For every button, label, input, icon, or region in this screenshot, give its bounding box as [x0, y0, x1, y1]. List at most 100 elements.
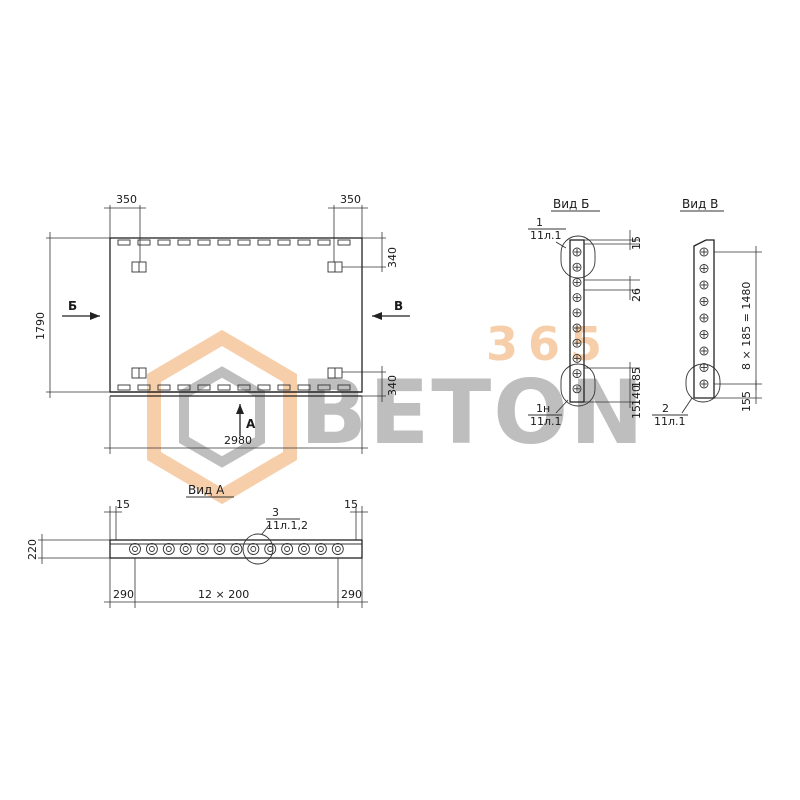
- view-a-hole: [314, 543, 327, 555]
- dim-height: 1790: [34, 312, 47, 340]
- view-b-dim-bottom: 185: [630, 367, 643, 388]
- watermark-hexagon-icon: [147, 329, 297, 505]
- view-a-hole: [331, 543, 344, 555]
- view-b-hole: [572, 293, 582, 303]
- plan-slot: [117, 384, 131, 391]
- view-a-hole-inner: [165, 546, 172, 552]
- view-a-callout-ref: 11л.1,2: [266, 519, 308, 532]
- arrow-b-head-icon: [90, 312, 100, 320]
- view-b-hole: [572, 247, 582, 257]
- view-a-hole-inner: [233, 546, 240, 552]
- view-a-hole: [162, 543, 175, 555]
- view-a-detail-circle: [242, 533, 274, 565]
- view-a-dim-height: 220: [26, 539, 39, 560]
- view-v-hole: [699, 330, 709, 339]
- view-a-hole: [247, 543, 260, 555]
- view-b-callout1-leader: [555, 241, 567, 249]
- view-v-hole: [699, 363, 709, 372]
- view-a-holes: [129, 543, 344, 555]
- view-v-hole: [699, 346, 709, 356]
- view-v-dim-pitch: 8 × 185 = 1480: [740, 282, 753, 370]
- view-a-hole-inner: [317, 546, 324, 552]
- plan-slot: [337, 384, 351, 391]
- view-v: Вид В 2 11л.1 8 × 185 = 1480 155: [652, 197, 762, 428]
- view-v-holes: [699, 247, 709, 389]
- view-b-column: [569, 239, 585, 403]
- plan-slot: [317, 384, 331, 391]
- view-a-hole-inner: [216, 546, 223, 552]
- plan-slot: [297, 384, 311, 391]
- view-a-hole: [196, 543, 209, 555]
- view-a-hole-inner: [267, 546, 274, 552]
- dim-right-offset: 350: [340, 193, 361, 206]
- dim-bottom-strip: 340: [386, 375, 399, 396]
- view-a-hole-inner: [182, 546, 189, 552]
- view-b-hole: [572, 353, 582, 363]
- view-b-callout1-ref: 11л.1: [530, 229, 562, 242]
- view-a-dim-middle: 12 × 200: [198, 588, 249, 601]
- plan-slot: [137, 384, 151, 391]
- view-b-callout2-num: 1н: [536, 402, 550, 415]
- view-a-dim-left-edge: 15: [116, 498, 130, 511]
- view-b-detail-top: [560, 235, 596, 279]
- plan-top-slots: [117, 239, 351, 246]
- view-a-hole: [213, 543, 226, 555]
- arrow-v-label: В: [394, 299, 403, 313]
- plan-slot: [217, 239, 231, 246]
- plan-slot: [257, 239, 271, 246]
- view-a-hole-inner: [334, 546, 341, 552]
- plan-slot: [217, 384, 231, 391]
- watermark-number: 365: [486, 317, 612, 371]
- view-v-callout-num: 2: [662, 402, 669, 415]
- plan-view: 350 350 1790 340 340 2980 Б В: [34, 193, 410, 454]
- view-a-hole: [298, 543, 310, 555]
- view-a-dim-right-edge: 15: [344, 498, 358, 511]
- view-a-beam: [109, 539, 363, 559]
- view-b-callout1-num: 1: [536, 216, 543, 229]
- view-b-title: Вид Б: [553, 197, 589, 211]
- view-a-hole-inner: [199, 546, 206, 552]
- view-a-hole: [179, 543, 192, 555]
- view-v-hole: [699, 313, 709, 323]
- view-a-leader: [261, 523, 271, 535]
- view-b-dim-top: 15: [630, 236, 643, 250]
- plan-slot: [197, 384, 211, 391]
- view-a-hole-inner: [250, 546, 257, 552]
- plan-slot: [297, 239, 311, 246]
- plan-slot: [177, 239, 191, 246]
- view-b-detail-bottom: [560, 363, 596, 407]
- view-a-hole: [281, 543, 294, 555]
- arrow-v-head-icon: [372, 312, 382, 320]
- view-a-callout-num: 3: [272, 506, 279, 519]
- view-a-hole: [230, 543, 243, 555]
- view-b-dim-pitch: 26: [630, 288, 643, 302]
- view-b-holes: [572, 247, 582, 394]
- plan-slot: [177, 384, 191, 391]
- view-a-hole-inner: [132, 546, 138, 552]
- view-v-hole: [699, 297, 709, 306]
- view-b-hole: [572, 338, 582, 348]
- arrow-b-label: Б: [68, 299, 77, 313]
- view-v-hole: [699, 280, 709, 290]
- dim-top-strip: 340: [386, 247, 399, 268]
- view-b-callout2-leader: [555, 399, 569, 414]
- dim-left-offset: 350: [116, 193, 137, 206]
- plan-slot: [157, 384, 171, 391]
- plan-slot: [157, 239, 171, 246]
- view-a-title: Вид А: [188, 483, 225, 497]
- plan-slot: [257, 384, 271, 391]
- view-v-dim-bottom: 155: [740, 391, 753, 412]
- view-a-hole: [264, 543, 277, 555]
- view-a-hole: [145, 543, 158, 555]
- plan-slot: [277, 239, 291, 246]
- view-a-hole-inner: [148, 546, 155, 552]
- plan-bottom-slots: [117, 384, 351, 391]
- view-b-hole: [572, 308, 582, 318]
- arrow-a-label: А: [246, 417, 256, 431]
- plan-slot: [337, 239, 351, 246]
- view-b: Вид Б 1 11л.1 1н 11л.1 15 26 185 140 15: [528, 197, 643, 428]
- plan-slot: [277, 384, 291, 391]
- view-v-callout-ref: 11л.1: [654, 415, 686, 428]
- view-a-dim-left: 290: [113, 588, 134, 601]
